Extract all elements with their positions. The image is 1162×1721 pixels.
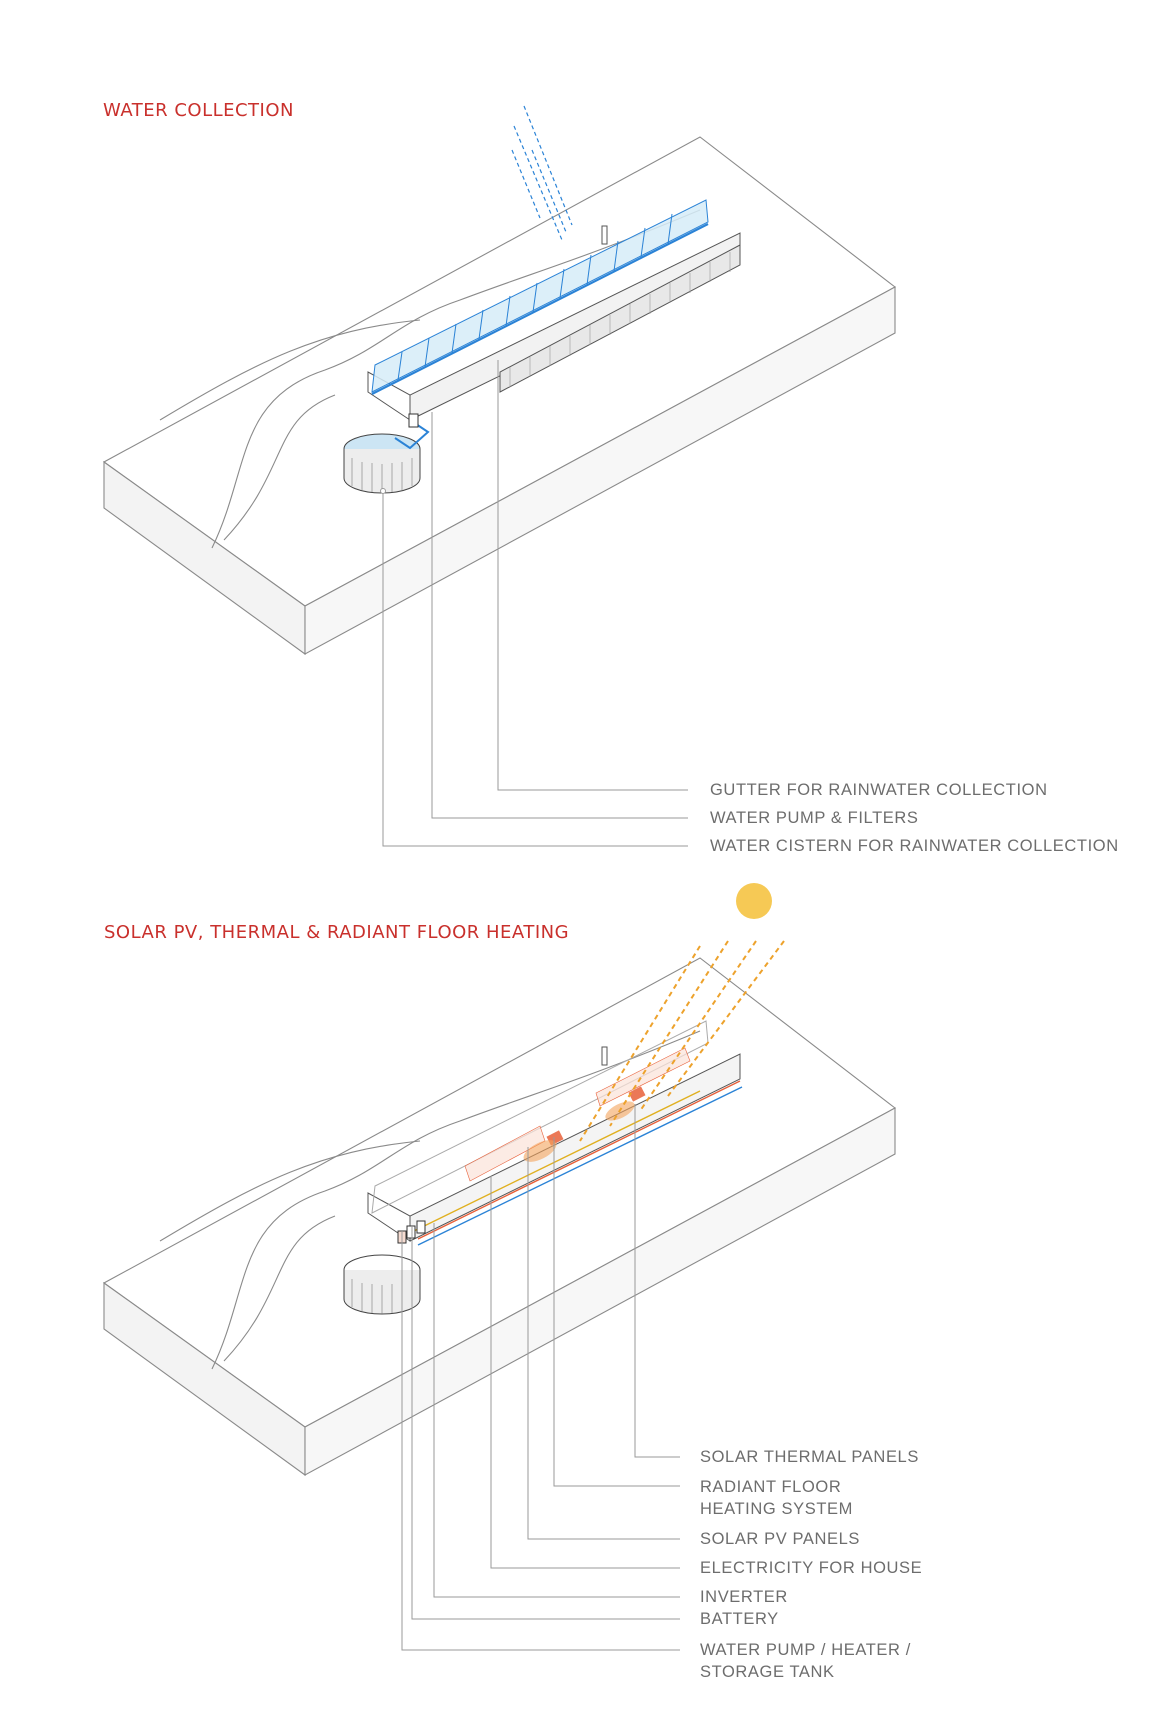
callout-pump-heater-line2: STORAGE TANK (700, 1663, 835, 1681)
house-solar (367, 1020, 741, 1242)
callout-gutter: GUTTER FOR RAINWATER COLLECTION (710, 781, 1048, 799)
chimney (601, 1046, 608, 1066)
roof-plane (371, 199, 709, 393)
battery-unit (406, 1225, 416, 1239)
cistern-ribs (351, 458, 413, 493)
callout-pump-heater-line1: WATER PUMP / HEATER / (700, 1641, 911, 1659)
solar-pv-panels (464, 1047, 691, 1182)
sun-rays (579, 940, 785, 1142)
terrain-contour-2 (223, 1215, 336, 1362)
leader-solar-thermal (634, 1104, 680, 1458)
leader-pump-heater (401, 1231, 680, 1651)
water-collection-title: WATER COLLECTION (103, 100, 294, 121)
leader-cistern (382, 494, 688, 847)
house-roof-outline (371, 1020, 709, 1214)
callout-electricity: ELECTRICITY FOR HOUSE (700, 1559, 923, 1577)
terrain-contour-1 (211, 1030, 701, 1370)
callout-water-cistern: WATER CISTERN FOR RAINWATER COLLECTION (710, 837, 1119, 855)
leader-radiant-floor (553, 1137, 680, 1487)
terrain-contour-2 (223, 394, 336, 541)
leader-solar-pv (527, 1147, 680, 1540)
house-long-wall (409, 1053, 741, 1242)
leader-pump (431, 412, 688, 819)
callout-radiant-floor-line1: RADIANT FLOOR (700, 1478, 842, 1496)
rain-drops (511, 105, 573, 241)
terrain-contour-3 (159, 319, 421, 421)
chimney (601, 225, 608, 245)
callout-inverter: INVERTER (700, 1588, 788, 1606)
slab-end-face (304, 1107, 896, 1476)
leader-gutter (497, 360, 688, 791)
leader-battery (411, 1226, 680, 1620)
solar-section-title: SOLAR PV, THERMAL & RADIANT FLOOR HEATIN… (104, 922, 570, 943)
slab-end-face (304, 286, 896, 655)
callout-water-pump: WATER PUMP & FILTERS (710, 809, 919, 827)
house-wall-hatch (509, 252, 731, 387)
leader-inverter (433, 1223, 680, 1598)
water-callout-leaders (380, 360, 688, 847)
system-piping (413, 1080, 743, 1246)
house-section-wall (499, 244, 741, 393)
callout-radiant-floor-line2: HEATING SYSTEM (700, 1500, 853, 1518)
solar-callout-leaders (401, 1104, 680, 1651)
rain-roof (371, 199, 709, 393)
sun-icon (736, 883, 772, 919)
rain-gutter (371, 223, 709, 395)
callout-solar-thermal: SOLAR THERMAL PANELS (700, 1448, 919, 1466)
leader-cistern-dot (380, 488, 386, 494)
water-pump-unit (408, 413, 419, 428)
inverter-unit (416, 1220, 426, 1234)
leader-electricity (490, 1176, 680, 1569)
downpipe (394, 419, 430, 450)
callout-battery: BATTERY (700, 1610, 779, 1628)
solar-heating-drawing (102, 883, 897, 1477)
terrain-contour-1 (211, 209, 701, 549)
water-collection-drawing (102, 105, 897, 656)
callout-solar-pv: SOLAR PV PANELS (700, 1530, 861, 1548)
terrain-contour-3 (159, 1140, 421, 1242)
